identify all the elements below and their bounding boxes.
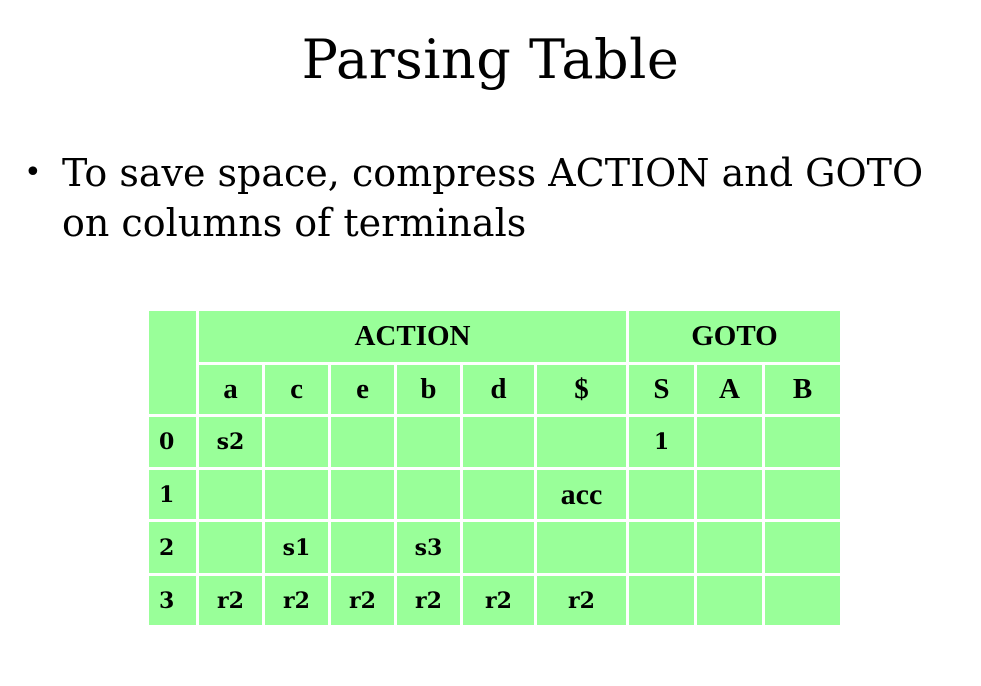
- table-row: 2 s1 s3: [146, 519, 843, 576]
- action-cell: [328, 414, 397, 470]
- state-cell: 1: [146, 467, 199, 522]
- action-cell: s1: [262, 519, 331, 576]
- goto-cell: [626, 573, 697, 628]
- state-cell: 3: [146, 573, 199, 628]
- parsing-table: ACTION GOTO a c e b d $ S A B 0 s2 1 1 a…: [146, 308, 843, 628]
- action-cell: r2: [328, 573, 397, 628]
- goto-header: GOTO: [626, 308, 843, 365]
- goto-cell: [626, 519, 697, 576]
- goto-cell: 1: [626, 414, 697, 470]
- goto-cell: [626, 467, 697, 522]
- action-header: ACTION: [196, 308, 629, 365]
- table-row: 0 s2 1: [146, 414, 843, 470]
- column-header: S: [626, 362, 697, 417]
- action-cell: [196, 519, 265, 576]
- slide-title: Parsing Table: [301, 28, 680, 91]
- state-cell: 0: [146, 414, 199, 470]
- action-cell: r2: [394, 573, 463, 628]
- action-cell: [534, 519, 629, 576]
- goto-cell: [694, 414, 765, 470]
- action-cell: r2: [534, 573, 629, 628]
- bullet-dot: •: [24, 155, 42, 190]
- table-row: 1 acc: [146, 467, 843, 522]
- column-header: A: [694, 362, 765, 417]
- action-cell: [460, 467, 537, 522]
- action-cell: r2: [196, 573, 265, 628]
- action-cell: [328, 519, 397, 576]
- goto-cell: [762, 414, 843, 470]
- goto-cell: [694, 519, 765, 576]
- action-cell: [262, 414, 331, 470]
- state-cell: 2: [146, 519, 199, 576]
- corner-cell: [146, 308, 199, 417]
- action-cell: [394, 467, 463, 522]
- column-header: e: [328, 362, 397, 417]
- column-header: a: [196, 362, 265, 417]
- goto-cell: [762, 467, 843, 522]
- action-cell: r2: [262, 573, 331, 628]
- goto-cell: [694, 573, 765, 628]
- action-cell: [196, 467, 265, 522]
- column-header: $: [534, 362, 629, 417]
- bullet-text: To save space, compress ACTION and GOTO …: [62, 151, 924, 245]
- action-cell: [394, 414, 463, 470]
- action-cell: s3: [394, 519, 463, 576]
- goto-cell: [694, 467, 765, 522]
- action-cell: r2: [460, 573, 537, 628]
- column-header: B: [762, 362, 843, 417]
- table-header-row-groups: ACTION GOTO: [146, 308, 843, 417]
- column-header: c: [262, 362, 331, 417]
- column-header: d: [460, 362, 537, 417]
- action-cell: [460, 414, 537, 470]
- action-cell: [328, 467, 397, 522]
- action-cell: s2: [196, 414, 265, 470]
- column-header: b: [394, 362, 463, 417]
- goto-cell: [762, 573, 843, 628]
- action-cell: [262, 467, 331, 522]
- action-cell: [534, 414, 629, 470]
- table-header-row-symbols: a c e b d $ S A B: [148, 362, 843, 417]
- action-cell: acc: [534, 467, 629, 522]
- table-row: 3 r2 r2 r2 r2 r2 r2: [146, 573, 843, 628]
- action-cell: [460, 519, 537, 576]
- goto-cell: [762, 519, 843, 576]
